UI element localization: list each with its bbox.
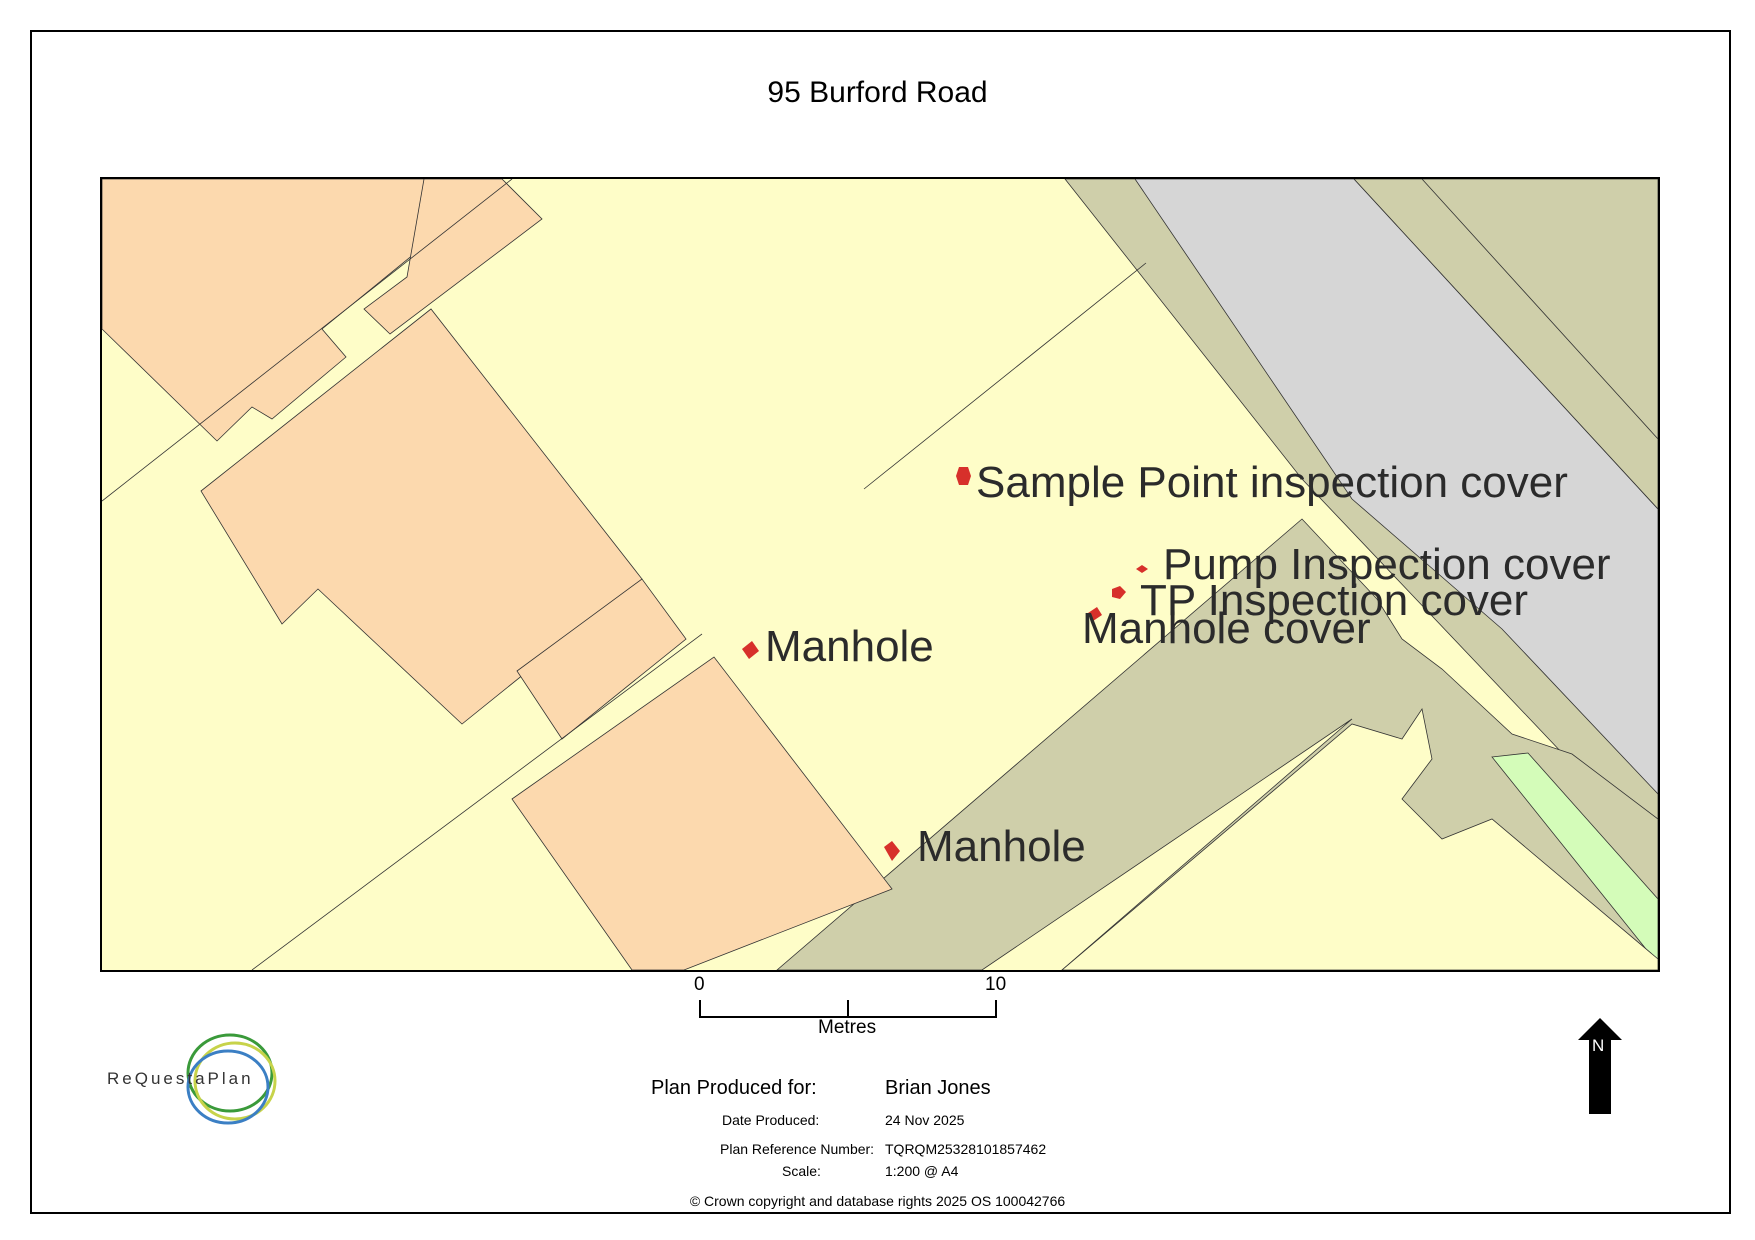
manhole-cover-marker[interactable] <box>1088 607 1102 621</box>
copyright-notice: © Crown copyright and database rights 20… <box>689 1193 1066 1209</box>
manhole-marker-1[interactable] <box>742 641 759 659</box>
building-middle-annex <box>516 578 687 740</box>
building-middle-large <box>200 308 643 725</box>
tp-marker[interactable] <box>1112 586 1126 599</box>
rings-logo-icon <box>186 1033 277 1125</box>
scale-units-label: Metres <box>818 1017 877 1038</box>
building-top-strip <box>363 179 543 335</box>
label-sample-point: Sample Point inspection cover <box>976 458 1568 507</box>
scale-end-label: 10 <box>985 974 1007 995</box>
reference-value: TQRQM25328101857462 <box>885 1141 1047 1157</box>
produced-for-value: Brian Jones <box>885 1077 991 1099</box>
label-manhole-1: Manhole <box>765 622 934 671</box>
scale-start-label: 0 <box>694 974 705 995</box>
reference-label: Plan Reference Number: <box>720 1141 875 1157</box>
grass-strip <box>1491 752 1658 965</box>
scale-bar-graphic <box>699 1000 997 1018</box>
logo-text: ReQuestaPlan <box>107 1069 254 1088</box>
manhole-marker-2[interactable] <box>884 841 900 861</box>
map-canvas[interactable]: Sample Point inspection cover Pump Inspe… <box>102 179 1658 970</box>
date-produced-label: Date Produced: <box>722 1112 820 1128</box>
produced-for-label: Plan Produced for: <box>651 1077 817 1099</box>
scale-value: 1:200 @ A4 <box>885 1163 959 1179</box>
boundary-line-1 <box>102 179 513 502</box>
scale-bar: 0 10 Metres <box>690 970 1010 1040</box>
building-bottom <box>511 656 893 970</box>
label-manhole-2: Manhole <box>917 822 1086 871</box>
boundary-line-3 <box>863 262 1147 490</box>
plan-title: 95 Burford Road <box>767 76 988 109</box>
north-arrow-icon <box>1578 1018 1622 1114</box>
road-carriageway <box>1134 179 1658 795</box>
pump-marker[interactable] <box>1136 565 1148 573</box>
label-tp-inspection: TP Inspection cover <box>1140 576 1528 625</box>
requestaplan-logo: ReQuestaPlan <box>100 1025 290 1130</box>
map-frame[interactable]: Sample Point inspection cover Pump Inspe… <box>100 177 1660 972</box>
road-verge-right <box>1353 179 1658 510</box>
land-parcel-right <box>1061 707 1658 970</box>
label-pump-inspection: Pump Inspection cover <box>1163 540 1611 589</box>
boundary-line-2 <box>251 633 703 970</box>
date-produced-value: 24 Nov 2025 <box>885 1112 965 1128</box>
north-letter: N <box>1592 1036 1605 1055</box>
label-manhole-cover: Manhole cover <box>1082 604 1371 653</box>
sample-point-marker[interactable] <box>956 467 971 485</box>
scale-label: Scale: <box>782 1163 821 1179</box>
north-arrow: N <box>1578 1018 1622 1114</box>
plan-sheet-border <box>30 30 1731 1214</box>
